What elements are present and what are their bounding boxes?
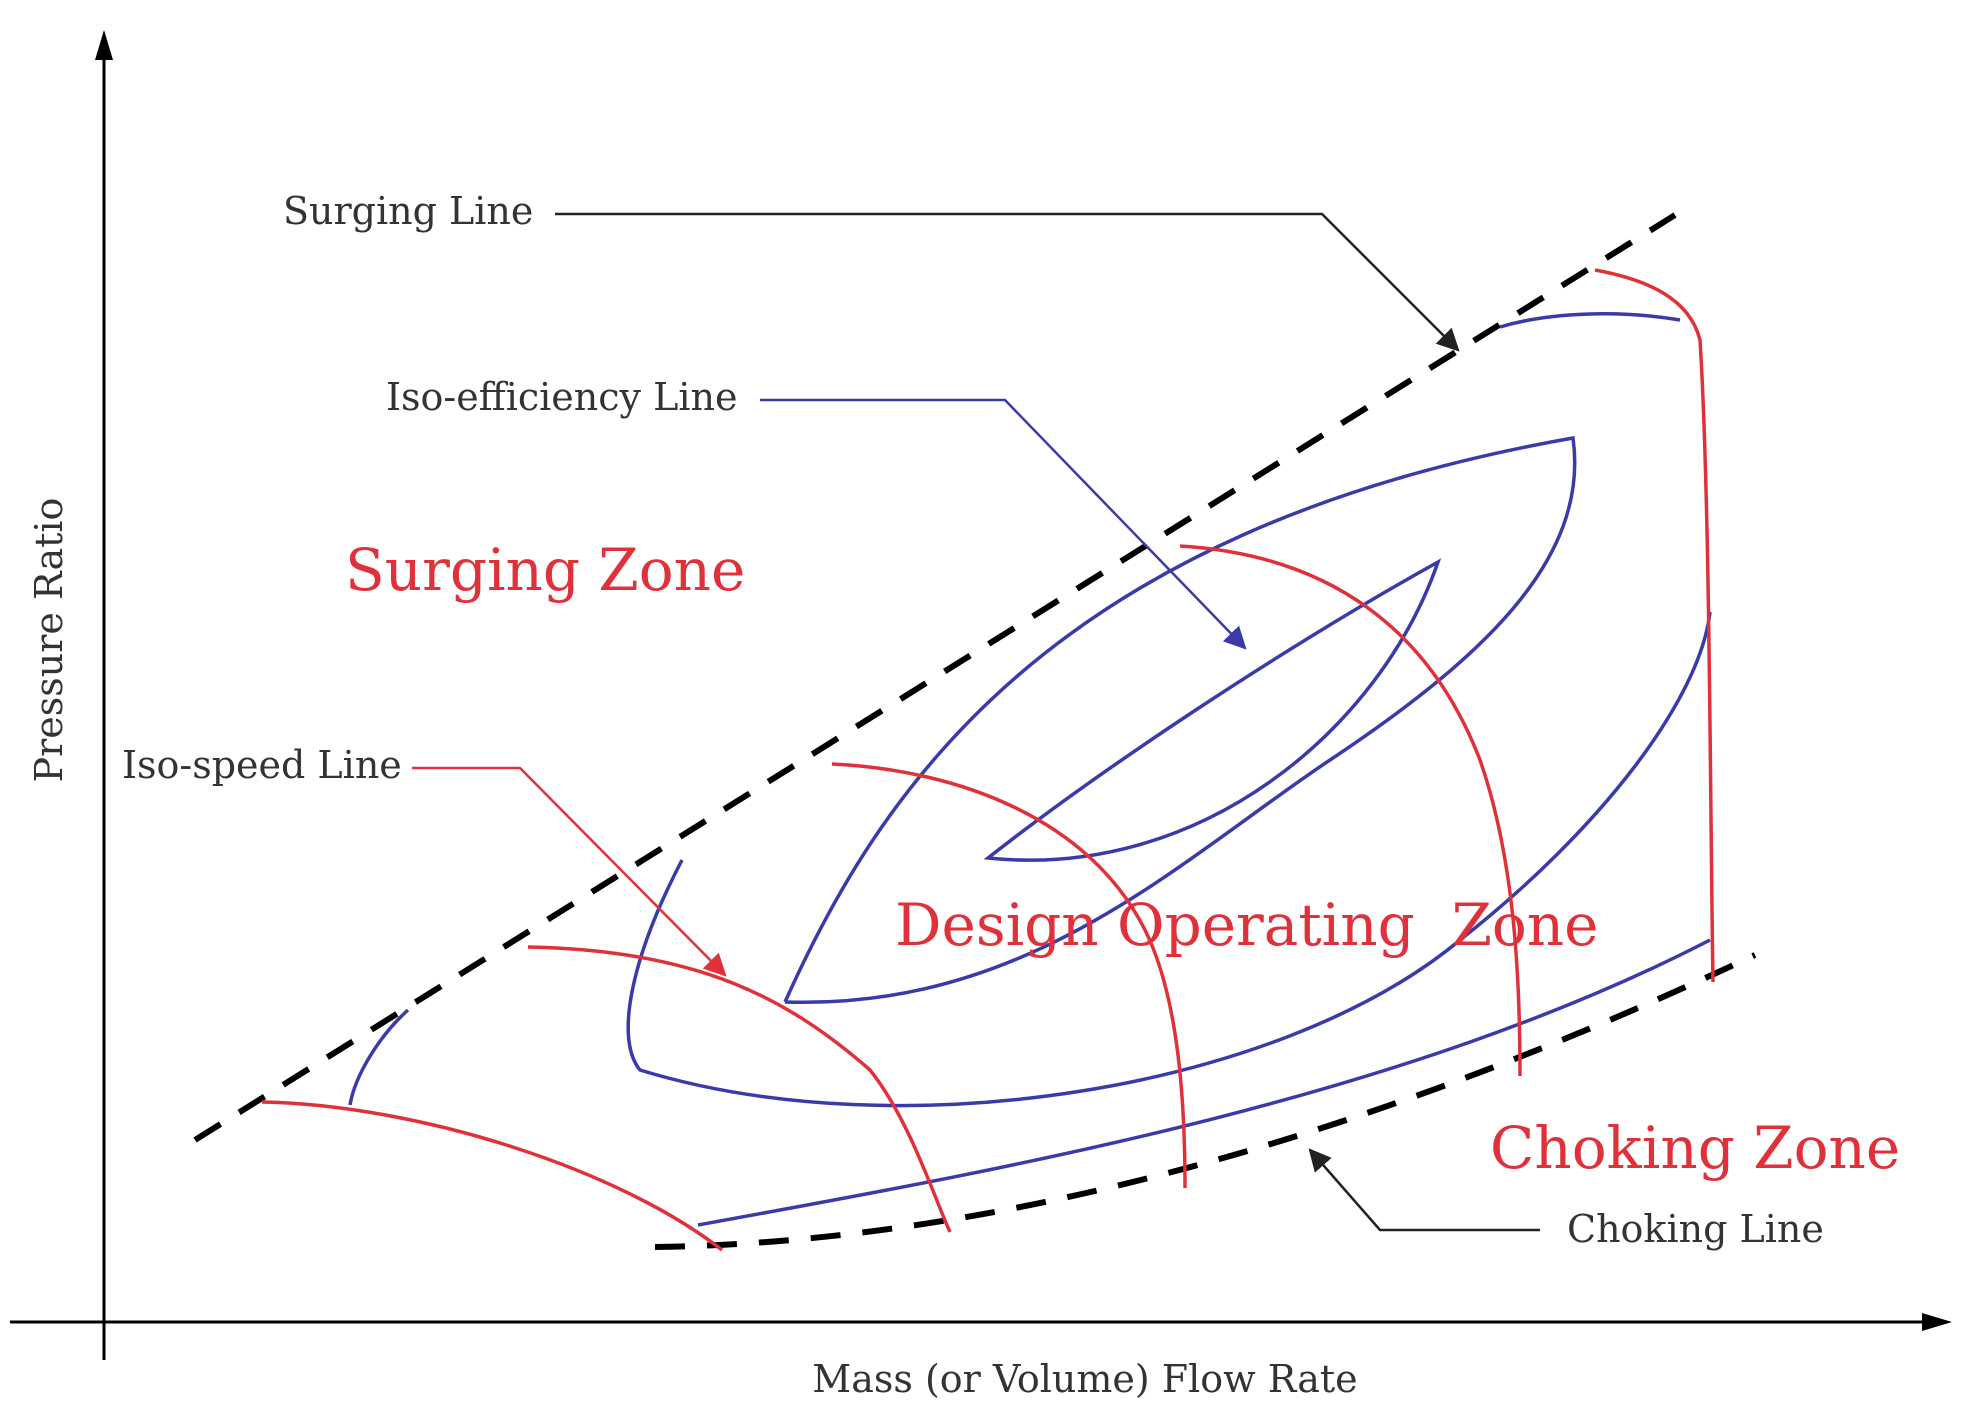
axes: [10, 30, 1952, 1360]
iso-speed-leader: [412, 766, 727, 977]
iso-speed-line-2: [527, 945, 952, 1233]
surging-zone-label: Surging Zone: [345, 536, 745, 604]
iso-speed-lines: [261, 268, 1715, 1252]
surging-line-leader: [555, 212, 1460, 352]
x-axis-label: Mass (or Volume) Flow Rate: [812, 1357, 1357, 1401]
choking-line: [654, 952, 1757, 1250]
iso-speed-line-3: [831, 762, 1187, 1189]
y-axis-arrowhead-icon: [95, 30, 113, 60]
surging-line: [193, 212, 1677, 1143]
iso-speed-line-4: [1179, 544, 1522, 1077]
iso-efficiency-inner-loop: [983, 558, 1442, 862]
iso-efficiency-lower-line: [697, 938, 1711, 1227]
iso-efficiency-upper-segment: [1499, 312, 1681, 329]
iso-efficiency-outer-loop: [626, 611, 1712, 1108]
y-axis-label: Pressure Ratio: [27, 498, 71, 783]
iso-efficiency-lines: [348, 312, 1712, 1227]
iso-speed-line-5: [1594, 268, 1715, 983]
iso-speed-line-1: [261, 1100, 724, 1252]
choking-zone-label: Choking Zone: [1490, 1114, 1900, 1182]
iso-efficiency-leader: [760, 398, 1247, 650]
x-axis-arrowhead-icon: [1922, 1313, 1952, 1331]
iso-efficiency-line-label: Iso-efficiency Line: [386, 375, 737, 419]
surging-line-label: Surging Line: [283, 189, 533, 233]
iso-efficiency-middle-loop: [783, 435, 1577, 1004]
choking-line-label: Choking Line: [1567, 1207, 1824, 1251]
iso-efficiency-small-arc: [348, 1008, 410, 1106]
iso-speed-line-label: Iso-speed Line: [122, 743, 402, 787]
design-operating-zone-label: Design Operating Zone: [895, 891, 1598, 959]
choking-line-leader: [1308, 1148, 1540, 1232]
